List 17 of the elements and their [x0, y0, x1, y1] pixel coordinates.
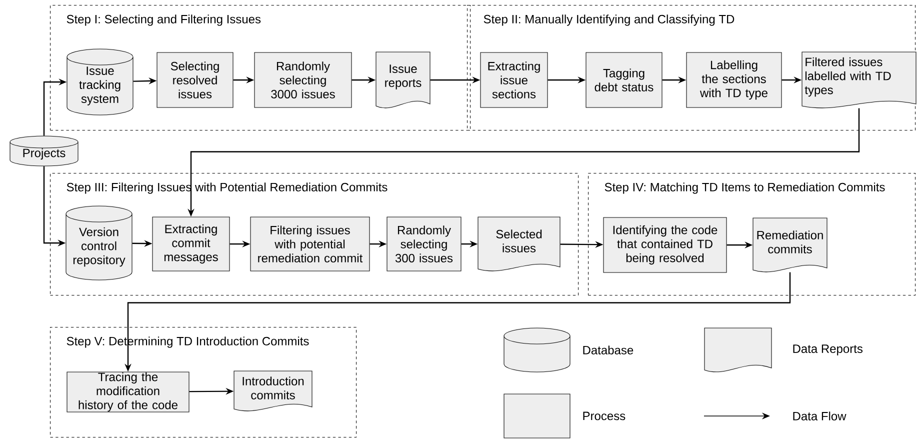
process-box: Tracing the modification history of the code	[66, 372, 190, 412]
process-box: Identifying the code that contained TD being resolved	[603, 217, 727, 273]
process-box: Selecting resolved issues	[156, 52, 234, 108]
process-box: Randomly selecting 3000 issues	[254, 52, 352, 108]
process-box: Extracting issue sections	[480, 52, 548, 108]
legend-label: Database	[583, 346, 634, 354]
database-cylinder: Issue tracking system	[66, 48, 134, 116]
process-box: Filtering issues with potential remediation commit	[250, 216, 370, 272]
process-box: Tagging debt status	[586, 52, 662, 108]
database-cylinder: Projects	[10, 136, 78, 166]
legend-label: Data Flow	[793, 412, 846, 420]
database-cylinder: Version control repository	[66, 206, 132, 280]
legend-label: Process	[583, 412, 626, 420]
legend-label: Data Reports	[793, 344, 862, 356]
process-box: Labelling the sections with TD type	[686, 52, 782, 108]
process-box: Randomly selecting 300 issues	[386, 216, 462, 272]
process-box: Extracting commit messages	[152, 216, 230, 272]
